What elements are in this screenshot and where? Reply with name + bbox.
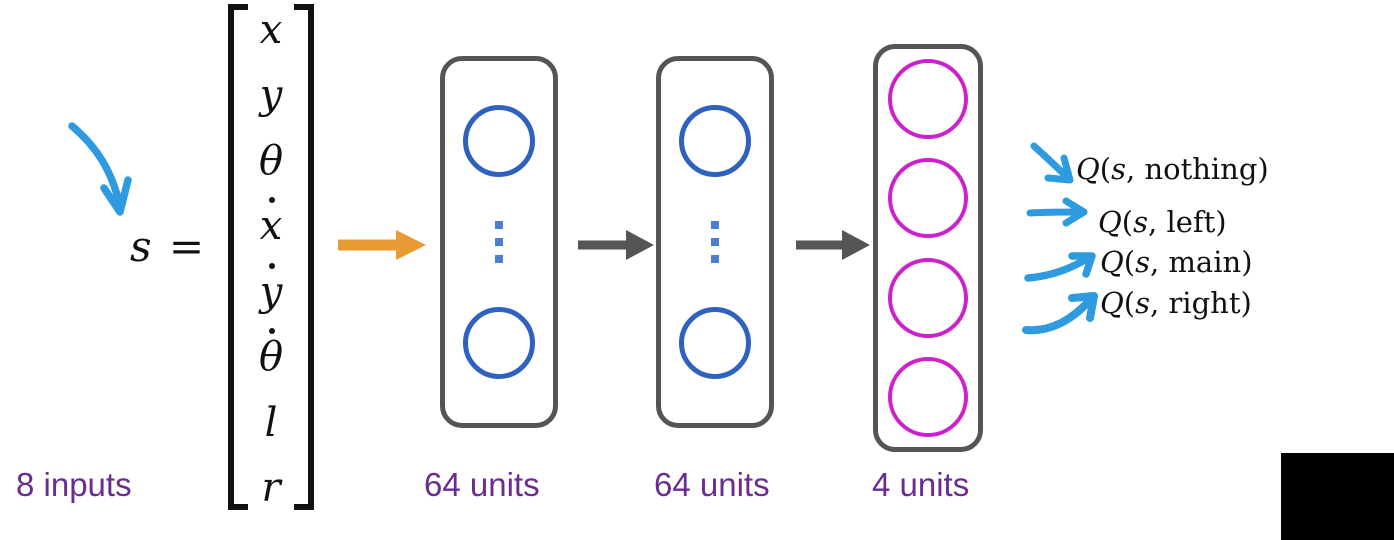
bracket-right-icon bbox=[294, 4, 314, 510]
hidden-layer-2 bbox=[656, 56, 774, 428]
q-label-main: Q(s, main) bbox=[1100, 245, 1253, 279]
q-label-nothing: Q(s, nothing) bbox=[1076, 152, 1269, 186]
caption-output-layer: 4 units bbox=[872, 466, 970, 503]
state-vector-entry: x bbox=[259, 197, 283, 250]
neuron-node bbox=[679, 105, 751, 177]
hidden-layer-1 bbox=[440, 56, 558, 428]
blue-arrow-up-right-steep-icon bbox=[1022, 292, 1098, 335]
gray-right-arrow-1-icon bbox=[578, 230, 654, 260]
output-layer bbox=[873, 44, 983, 452]
output-node-left bbox=[888, 158, 968, 239]
black-rectangle-block bbox=[1281, 453, 1394, 540]
gray-right-arrow-2-icon bbox=[796, 230, 870, 260]
output-layer-units bbox=[878, 49, 978, 447]
state-vector-entry: θ bbox=[258, 137, 284, 184]
state-vector-entry: x bbox=[259, 7, 283, 53]
caption-input-layer: 8 inputs bbox=[16, 466, 132, 503]
blue-arrow-up-right-icon bbox=[1024, 252, 1096, 282]
output-node-main bbox=[888, 257, 968, 338]
state-equation: s = bbox=[130, 222, 207, 271]
output-node-right bbox=[888, 357, 968, 438]
orange-right-arrow-icon bbox=[338, 230, 426, 260]
vertical-ellipsis-icon bbox=[711, 221, 719, 263]
caption-hidden-layer-2: 64 units bbox=[654, 466, 770, 503]
state-vector-entry: y bbox=[259, 262, 283, 315]
q-label-right: Q(s, right) bbox=[1100, 286, 1252, 320]
caption-hidden-layer-1: 64 units bbox=[424, 466, 540, 503]
bracket-left-icon bbox=[228, 4, 248, 510]
neuron-node bbox=[463, 307, 535, 379]
blue-arrow-right-icon bbox=[1026, 197, 1088, 227]
hidden-layer-2-units bbox=[661, 61, 769, 423]
blue-arrow-down-right-icon bbox=[1030, 142, 1074, 184]
hidden-layer-1-units bbox=[445, 61, 553, 423]
output-node-nothing bbox=[888, 58, 968, 139]
vertical-ellipsis-icon bbox=[495, 221, 503, 263]
state-vector-entry: y bbox=[259, 72, 283, 119]
state-vector-entry: θ bbox=[258, 328, 284, 381]
neuron-node bbox=[679, 307, 751, 379]
state-vector-entry: r bbox=[261, 464, 281, 511]
state-vector-entry: l bbox=[264, 399, 278, 446]
neuron-node bbox=[463, 105, 535, 177]
blue-curved-down-arrow-icon bbox=[68, 122, 132, 216]
q-label-left: Q(s, left) bbox=[1098, 205, 1227, 239]
